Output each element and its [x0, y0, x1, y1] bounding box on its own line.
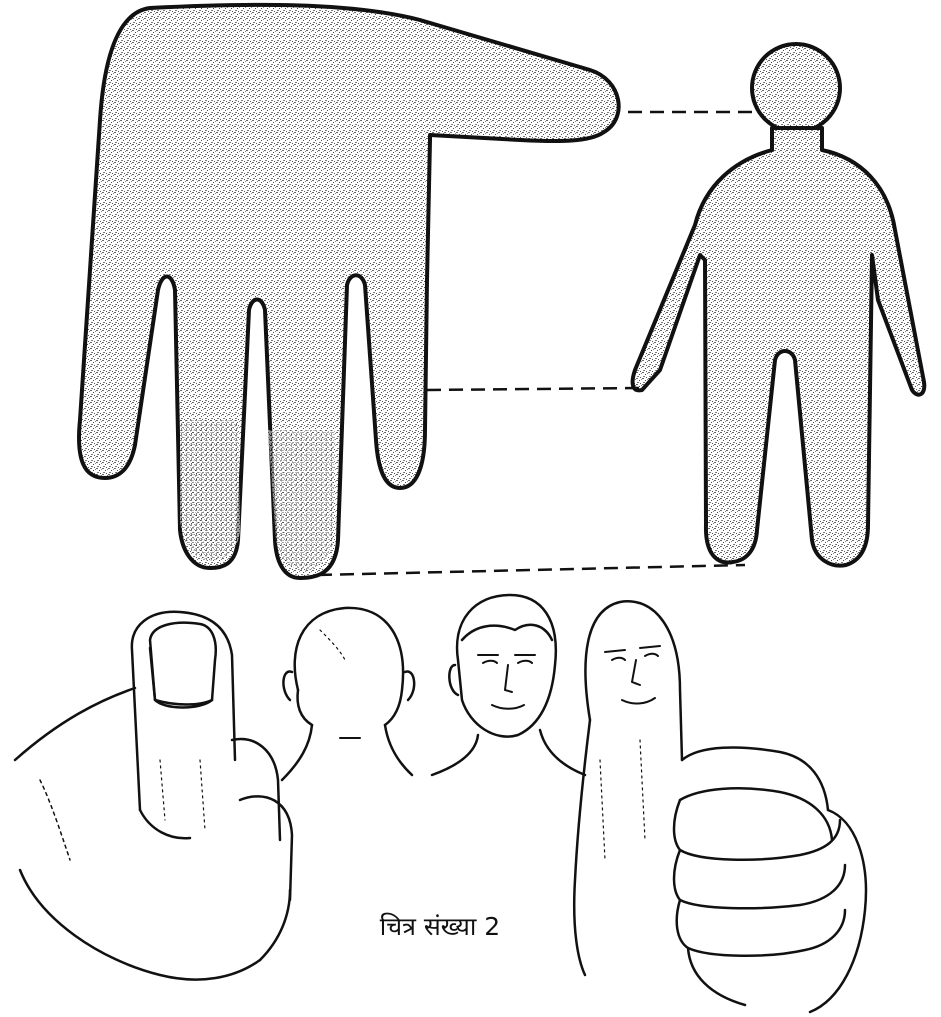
- figure-caption: चित्र संख्या 2: [330, 905, 550, 949]
- human-silhouette: [633, 44, 925, 566]
- head-back-view: [282, 608, 414, 780]
- thumb-face-fist: [574, 601, 866, 1012]
- head-front-view: [432, 595, 585, 775]
- thumb-up-hand: [15, 612, 292, 980]
- hand-silhouette: [79, 5, 619, 578]
